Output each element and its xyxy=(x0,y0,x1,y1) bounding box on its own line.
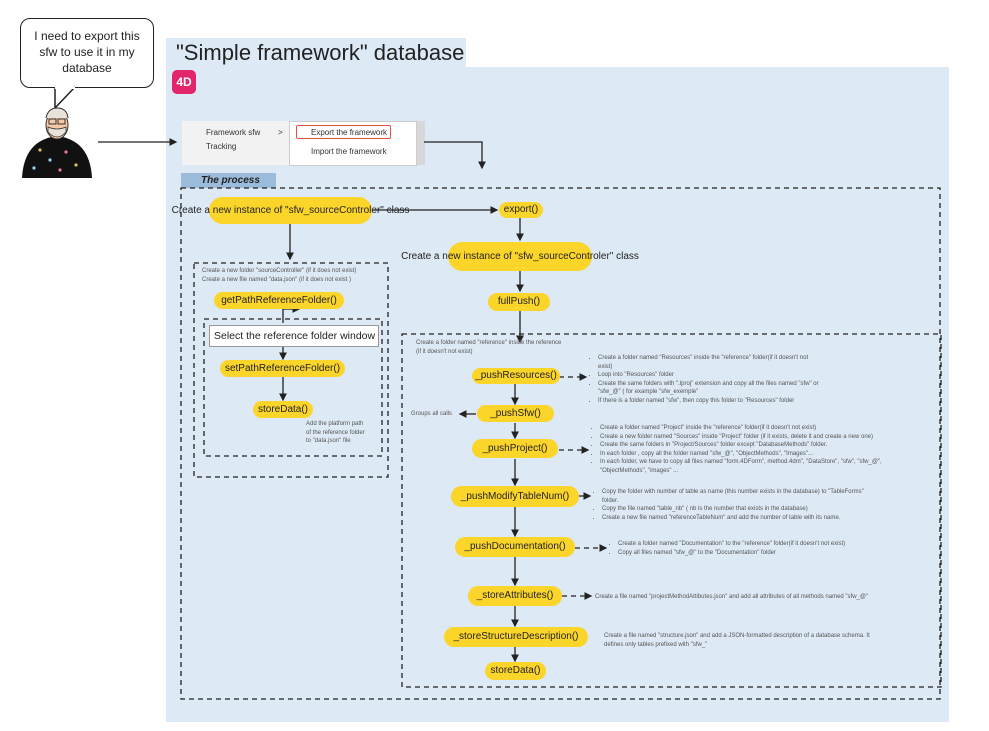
main-menu xyxy=(182,121,290,165)
diagram-background xyxy=(166,67,949,722)
submenu-arrow-icon: > xyxy=(278,128,283,137)
node-push-sfw: _pushSfw() xyxy=(477,405,554,422)
note-reference-folder: Create a folder named "reference" inside… xyxy=(416,340,562,355)
node-store-data-left: storeData() xyxy=(253,401,313,418)
export-highlight xyxy=(296,125,391,139)
node-store-attributes: _storeAttributes() xyxy=(468,586,562,606)
submenu xyxy=(289,121,417,166)
node-export: export() xyxy=(499,202,543,218)
menu-item-import[interactable]: Import the framework xyxy=(311,147,387,156)
node-push-documentation: _pushDocumentation() xyxy=(455,537,575,557)
speech-bubble: I need to export this sfw to use it in m… xyxy=(20,18,154,88)
process-label: The process xyxy=(181,173,276,188)
page-title: "Simple framework" database xyxy=(176,40,465,65)
note-push-project: Create a folder named "Project" inside t… xyxy=(592,424,882,475)
note-store-data: Add the platform path of the reference f… xyxy=(306,421,365,444)
node-full-push: fullPush() xyxy=(488,293,550,311)
node-set-path: setPathReferenceFolder() xyxy=(220,360,345,377)
note-push-documentation: Create a folder named "Documentation" to… xyxy=(610,540,845,557)
node-push-resources: _pushResources() xyxy=(472,368,560,384)
select-reference-folder-window: Select the reference folder window xyxy=(209,325,379,347)
node-create-instance-right: Create a new instance of "sfw_sourceCont… xyxy=(401,242,639,271)
node-push-project: _pushProject() xyxy=(472,439,558,458)
node-get-path: getPathReferenceFolder() xyxy=(214,292,344,309)
note-push-modify: Copy the folder with number of table as … xyxy=(594,488,864,522)
note-store-structure: Create a file named "structure.json" and… xyxy=(604,633,870,648)
menu-item-framework-sfw[interactable]: Framework sfw xyxy=(206,128,261,137)
node-store-structure-description: _storeStructureDescription() xyxy=(444,627,588,647)
note-groups-all-calls: Groups all calls xyxy=(411,411,453,417)
note-source-controller: Create a new folder "sourceController" (… xyxy=(202,268,357,283)
title-background xyxy=(166,38,466,68)
note-store-attributes: Create a file named "projectMethodAttibu… xyxy=(595,594,869,600)
node-store-data-right: storeData() xyxy=(485,662,546,680)
node-push-modify-table-num: _pushModifyTableNum() xyxy=(451,486,579,507)
4d-logo: 4D xyxy=(172,70,196,94)
menu-item-tracking[interactable]: Tracking xyxy=(206,142,237,151)
node-create-instance-left: Create a new instance of "sfw_sourceCont… xyxy=(172,197,409,224)
menu-item-export[interactable]: Export the framework xyxy=(311,128,388,137)
note-push-resources: Create a folder named "Resources" inside… xyxy=(590,354,819,405)
